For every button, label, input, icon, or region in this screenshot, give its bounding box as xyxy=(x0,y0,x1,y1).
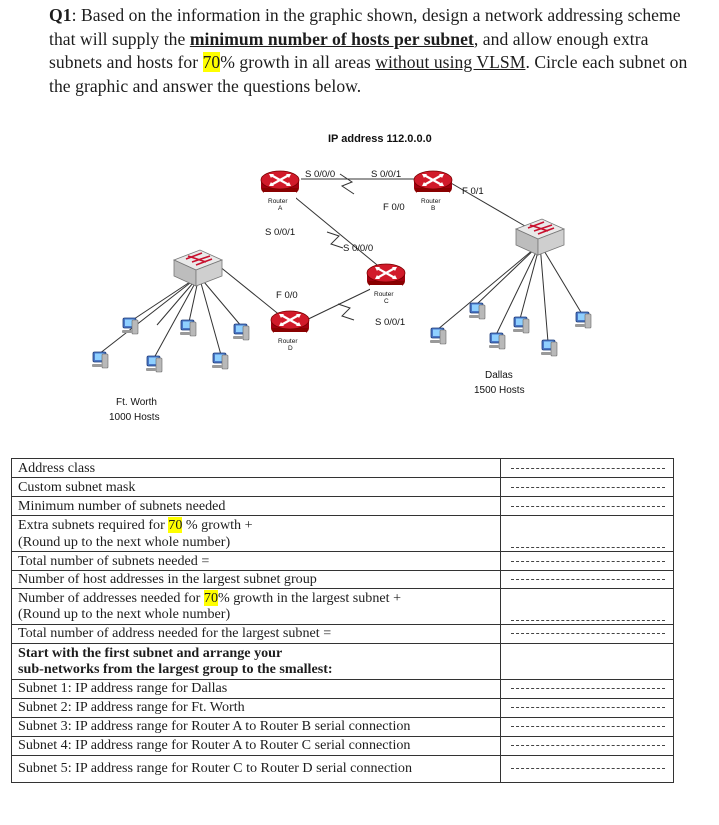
router-c-word: Router xyxy=(374,291,394,298)
ftworth-hosts: 1000 Hosts xyxy=(109,412,160,423)
table-row: Subnet 3: IP address range for Router A … xyxy=(11,716,674,737)
row-label-min-subnets: Minimum number of subnets needed xyxy=(11,496,501,516)
row-label-subnet-1: Subnet 1: IP address range for Dallas xyxy=(11,678,501,699)
switch-dallas xyxy=(515,218,565,256)
router-c-letter: C xyxy=(384,298,389,305)
question-number: Q1 xyxy=(49,5,72,25)
row-label-largest-hosts: Number of host addresses in the largest … xyxy=(11,570,501,589)
label-d-f00: F 0/0 xyxy=(276,290,298,301)
answer-field-total-addresses[interactable] xyxy=(500,623,674,644)
table-row: Minimum number of subnets needed xyxy=(11,496,674,516)
row-label-arrange-instructions: Start with the first subnet and arrange … xyxy=(11,642,501,680)
underlined-phrase-min-hosts: minimum number of hosts per subnet xyxy=(189,28,474,49)
network-diagram: IP address 112.0.0.0 Router A Router B xyxy=(91,133,592,423)
table-row: Number of addresses needed for 70% growt… xyxy=(11,587,674,625)
table-row: Number of host addresses in the largest … xyxy=(11,570,674,589)
router-d-letter: D xyxy=(288,345,293,352)
dallas-hosts: 1500 Hosts xyxy=(474,385,525,396)
answer-field-custom-mask[interactable] xyxy=(500,477,674,497)
table-row: Subnet 5: IP address range for Router C … xyxy=(11,754,674,783)
row-label-growth-addresses: Number of addresses needed for 70% growt… xyxy=(11,587,501,625)
question-text: Q1: Based on the information in the grap… xyxy=(49,5,688,96)
row-label-subnet-2: Subnet 2: IP address range for Ft. Worth xyxy=(11,697,501,718)
underlined-phrase-no-vlsm: without using VLSM xyxy=(375,52,526,72)
pcs-dallas xyxy=(429,302,592,357)
label-c-s001: S 0/0/1 xyxy=(375,317,405,328)
highlight-growth-pct: 70 xyxy=(202,52,221,72)
row-label-total-subnets: Total number of subnets needed = xyxy=(11,551,501,571)
pcs-ftworth xyxy=(91,317,250,373)
label-c-s000: S 0/0/0 xyxy=(343,243,373,254)
subnet-worksheet-table: Address class Custom subnet mask Minimum… xyxy=(11,458,674,783)
label-a-s000: S 0/0/0 xyxy=(305,169,335,180)
answer-field-total-subnets[interactable] xyxy=(500,551,674,571)
table-row: Extra subnets required for 70 % growth +… xyxy=(11,515,674,552)
router-a: Router A xyxy=(259,169,301,212)
row-label-custom-mask: Custom subnet mask xyxy=(11,477,501,497)
answer-field-subnet-3[interactable] xyxy=(500,716,674,737)
ip-address-title: IP address 112.0.0.0 xyxy=(328,133,432,145)
answer-field-growth-addresses[interactable] xyxy=(500,587,674,625)
dallas-name: Dallas xyxy=(485,370,513,381)
label-b-f00: F 0/0 xyxy=(383,202,405,213)
answer-field-extra-subnets[interactable] xyxy=(500,515,674,552)
table-row: Custom subnet mask xyxy=(11,477,674,497)
row-label-address-class: Address class xyxy=(11,458,501,478)
answer-field-subnet-1[interactable] xyxy=(500,678,674,699)
network-links xyxy=(98,173,583,359)
row-label-extra-subnets: Extra subnets required for 70 % growth +… xyxy=(11,515,501,552)
ftworth-name: Ft. Worth xyxy=(116,397,157,408)
table-row: Subnet 4: IP address range for Router A … xyxy=(11,735,674,756)
router-a-word: Router xyxy=(268,198,288,205)
row-label-subnet-4: Subnet 4: IP address range for Router A … xyxy=(11,735,501,756)
switch-ftworth xyxy=(173,249,223,287)
label-b-f01: F 0/1 xyxy=(462,186,484,197)
label-b-s001: S 0/0/1 xyxy=(371,169,401,180)
row-label-total-addresses: Total number of address needed for the l… xyxy=(11,623,501,644)
router-a-letter: A xyxy=(278,205,283,212)
router-b: Router B xyxy=(412,169,454,212)
highlight-growth-addresses-pct: 70 xyxy=(203,589,218,606)
answer-field-min-subnets[interactable] xyxy=(500,496,674,516)
answer-field-subnet-5[interactable] xyxy=(500,754,674,783)
highlight-extra-subnets-pct: 70 xyxy=(168,517,183,533)
router-b-letter: B xyxy=(431,205,435,212)
table-row: Subnet 1: IP address range for Dallas xyxy=(11,678,674,699)
answer-field-subnet-2[interactable] xyxy=(500,697,674,718)
answer-field-subnet-4[interactable] xyxy=(500,735,674,756)
label-a-s001: S 0/0/1 xyxy=(265,227,295,238)
row-label-subnet-5: Subnet 5: IP address range for Router C … xyxy=(11,754,501,783)
table-row: Subnet 2: IP address range for Ft. Worth xyxy=(11,697,674,718)
router-d: Router D xyxy=(269,309,311,352)
table-row: Total number of subnets needed = xyxy=(11,551,674,571)
row-label-subnet-3: Subnet 3: IP address range for Router A … xyxy=(11,716,501,737)
answer-field-address-class[interactable] xyxy=(500,458,674,478)
table-row: Address class xyxy=(11,458,674,478)
router-c: Router C xyxy=(365,262,407,305)
router-d-word: Router xyxy=(278,338,298,345)
table-row: Start with the first subnet and arrange … xyxy=(11,642,674,680)
router-b-word: Router xyxy=(421,198,441,205)
answer-field-largest-hosts[interactable] xyxy=(500,570,674,589)
table-row: Total number of address needed for the l… xyxy=(11,623,674,644)
